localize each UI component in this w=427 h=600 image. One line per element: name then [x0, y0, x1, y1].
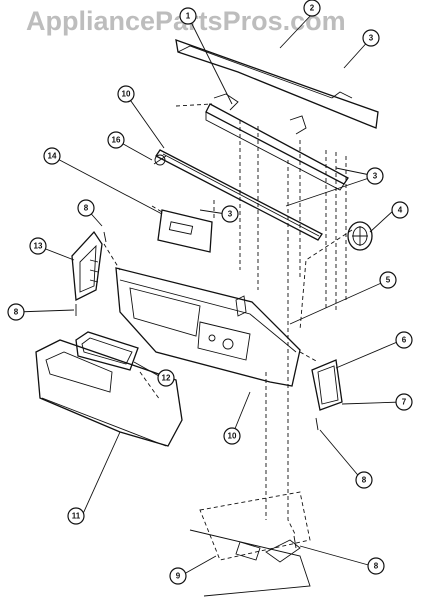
callout-10-lower: 10 [223, 427, 241, 445]
svg-text:3: 3 [373, 172, 378, 181]
part-top-cover [175, 39, 379, 129]
callout-1: 1 [179, 7, 197, 25]
part-timer-knob [347, 221, 373, 251]
part-screws [75, 231, 319, 549]
callout-8-bottom: 8 [367, 557, 385, 575]
svg-text:8: 8 [14, 308, 19, 317]
svg-text:10: 10 [122, 90, 131, 99]
callout-11: 11 [67, 507, 85, 525]
part-console-panel [115, 267, 301, 387]
svg-text:8: 8 [84, 204, 89, 213]
callout-6: 6 [395, 331, 413, 349]
svg-text:3: 3 [369, 34, 374, 43]
svg-text:12: 12 [162, 374, 171, 383]
callout-9: 9 [169, 567, 187, 585]
svg-text:8: 8 [362, 476, 367, 485]
part-switch [153, 154, 167, 166]
svg-text:16: 16 [112, 136, 121, 145]
callout-3-board: 3 [221, 205, 239, 223]
svg-text:2: 2 [310, 4, 315, 13]
svg-text:10: 10 [228, 432, 237, 441]
callout-3-right: 3 [366, 167, 384, 185]
part-left-end-cap [71, 230, 103, 302]
callout-12: 12 [157, 369, 175, 387]
svg-text:13: 13 [34, 242, 43, 251]
svg-text:14: 14 [48, 152, 57, 161]
callout-16: 16 [107, 131, 125, 149]
svg-text:11: 11 [72, 512, 81, 521]
svg-text:5: 5 [386, 276, 391, 285]
callout-10-top: 10 [117, 85, 135, 103]
part-window-lens [75, 331, 139, 371]
part-front-overlay [35, 339, 183, 447]
part-cabinet-top [189, 491, 311, 597]
callout-7: 7 [395, 393, 413, 411]
callout-3-top: 3 [362, 29, 380, 47]
callout-8-upper-left: 8 [77, 199, 95, 217]
svg-text:1: 1 [186, 12, 191, 21]
svg-text:7: 7 [402, 398, 407, 407]
callout-13: 13 [29, 237, 47, 255]
callout-14: 14 [43, 147, 61, 165]
svg-text:6: 6 [402, 336, 407, 345]
callout-8-left: 8 [7, 303, 25, 321]
leader-lines [15, 13, 403, 575]
assembly-guide-lines [103, 103, 353, 537]
callout-8-right: 8 [355, 471, 373, 489]
svg-text:3: 3 [228, 210, 233, 219]
part-long-bar [155, 149, 323, 241]
svg-text:9: 9 [176, 572, 181, 581]
part-right-end-cap [311, 359, 343, 411]
callout-5: 5 [379, 271, 397, 289]
svg-text:4: 4 [398, 206, 403, 215]
part-control-board [157, 209, 213, 253]
callout-4: 4 [391, 201, 409, 219]
callout-2: 2 [303, 0, 321, 17]
svg-text:8: 8 [374, 562, 379, 571]
